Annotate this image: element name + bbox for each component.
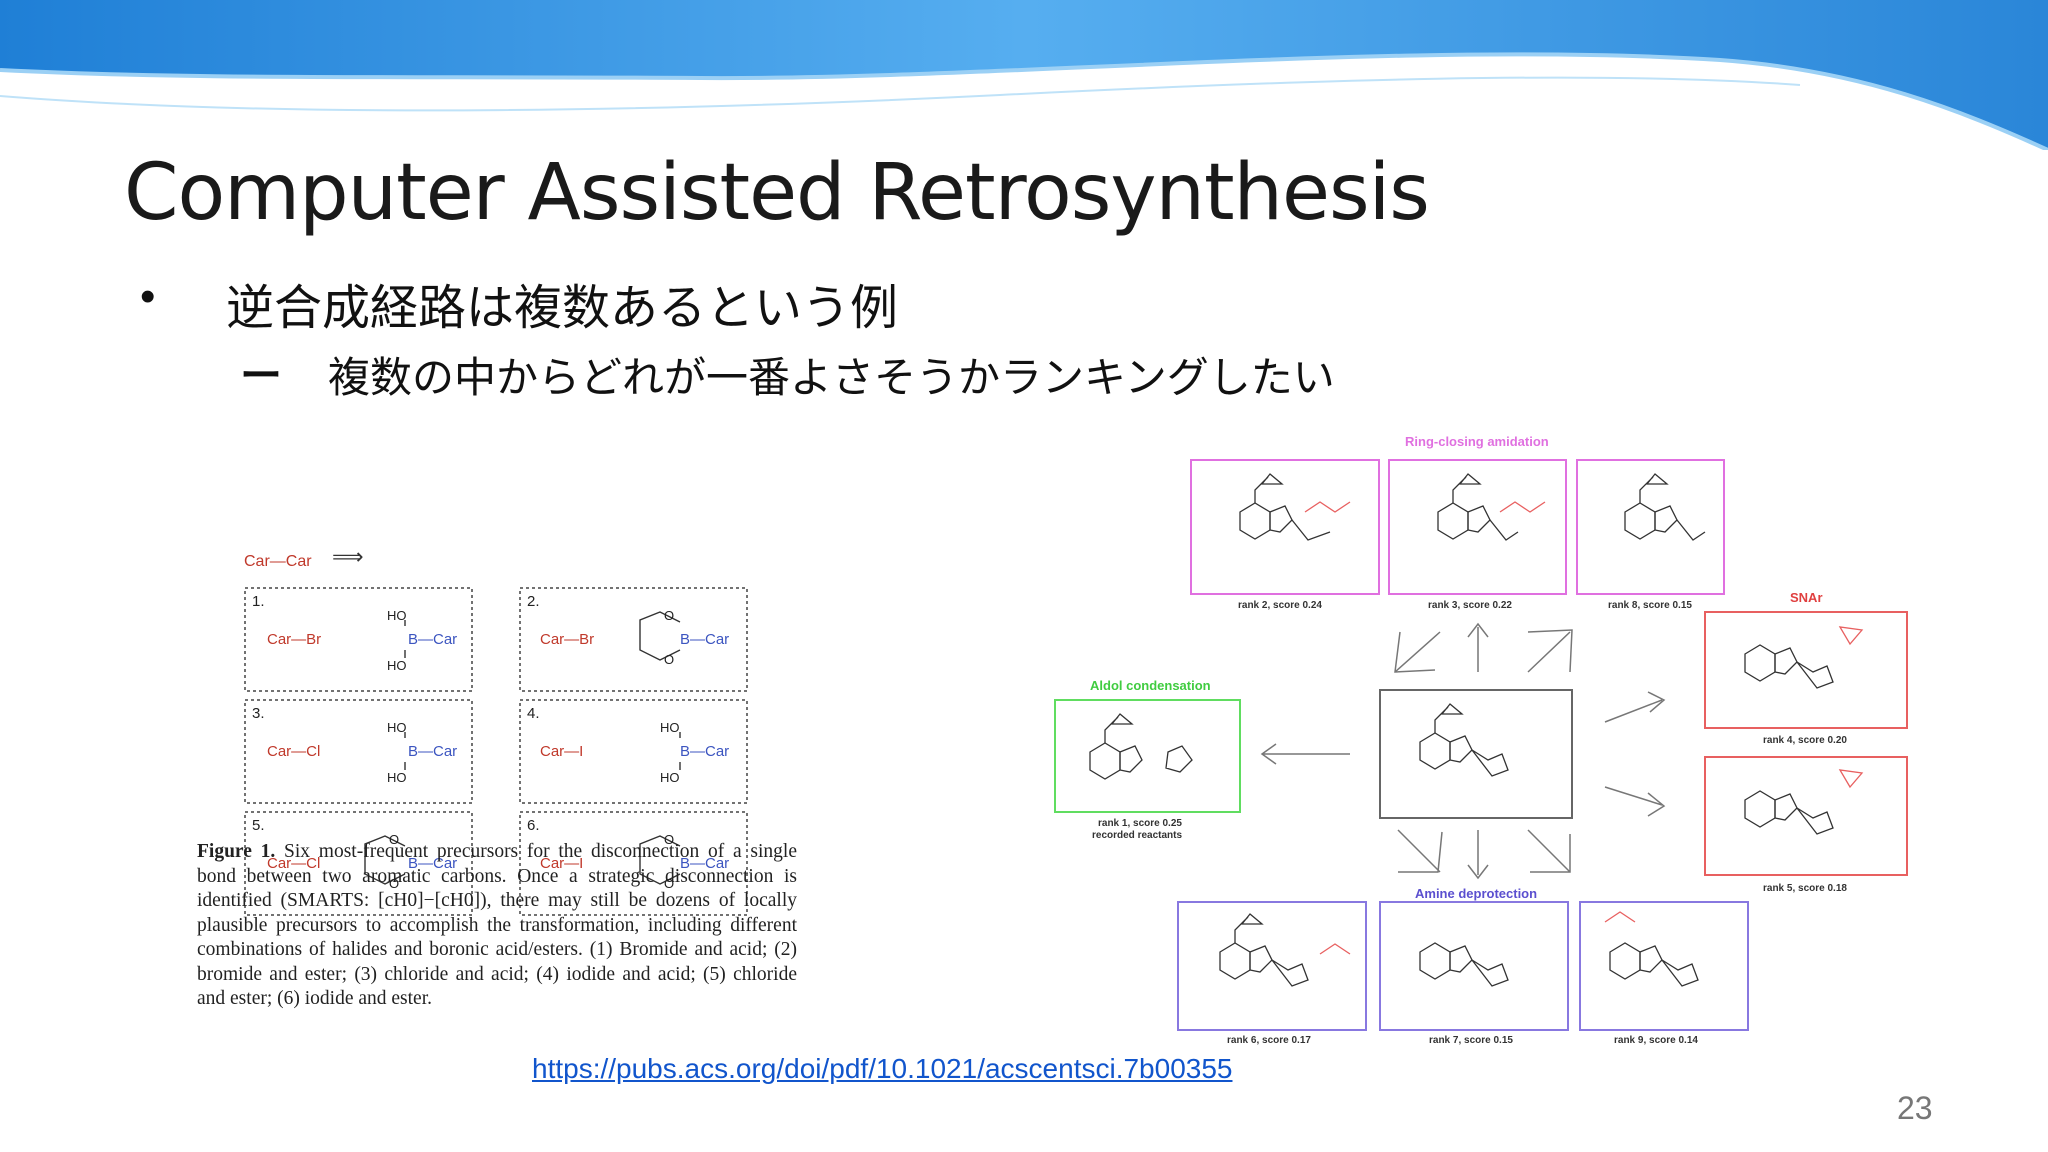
box-5-number: 5. [252,817,265,834]
box-6-number: 6. [527,817,540,834]
box-4-number: 4. [527,705,540,722]
box-3-number: 3. [252,705,265,722]
svg-text:O: O [664,832,674,847]
sub-bullet-text: 複数の中からどれが一番よさそうかランキングしたい [328,353,1335,402]
box-2-boron: B—Car [680,631,729,648]
svg-text:O: O [664,608,674,623]
figure1-caption: Figure 1. Six most-frequent precursors f… [197,840,797,1012]
rank4-label: rank 4, score 0.20 [1763,735,1847,746]
slide-title: Computer Assisted Retrosynthesis [124,148,1430,238]
rank9-box [1579,901,1749,1031]
rank9-label: rank 9, score 0.14 [1614,1035,1698,1046]
rank2-box [1190,459,1380,595]
rank8-box [1576,459,1725,595]
svg-text:O: O [389,876,399,891]
rank1-sublabel: recorded reactants [1092,830,1182,841]
rank6-label: rank 6, score 0.17 [1227,1035,1311,1046]
bullet-text: 逆合成経路は複数あるという例 [226,280,899,336]
amine-deprotection-label: Amine deprotection [1415,886,1537,901]
bullet-marker: • [140,272,156,321]
box-2-number: 2. [527,593,540,610]
rank6-box [1177,901,1367,1031]
molecule-glyph [1239,473,1331,541]
box-1-boron: B—Car [408,631,457,648]
svg-text:O: O [664,652,674,667]
svg-text:HO: HO [387,658,407,673]
box-2-halide: Car—Br [540,631,594,648]
rank3-label: rank 3, score 0.22 [1428,600,1512,611]
box-3-boron: B—Car [408,743,457,760]
header-wave-decoration [0,0,2048,150]
rank5-label: rank 5, score 0.18 [1763,883,1847,894]
target-box [1379,689,1573,819]
reference-link[interactable]: https://pubs.acs.org/doi/pdf/10.1021/acs… [532,1053,1233,1084]
rank8-label: rank 8, score 0.15 [1608,600,1692,611]
svg-text:HO: HO [387,770,407,785]
aldol-label: Aldol condensation [1090,678,1211,693]
snar-label: SNAr [1790,590,1823,605]
caption-text: Six most-frequent precursors for the dis… [197,841,798,1009]
svg-text:O: O [664,876,674,891]
figure1-precursor-grid: Car—Car ⟹ 1. 2. 3. 4. 5. 6. Car—Br Car—B… [244,544,748,916]
svg-text:HO: HO [387,608,407,623]
box-6-boron: B—Car [680,855,729,872]
page-number: 23 [1897,1090,1933,1126]
box-4-boron: B—Car [680,743,729,760]
box-4-halide: Car—I [540,743,583,760]
rank3-box [1388,459,1567,595]
rank7-label: rank 7, score 0.15 [1429,1035,1513,1046]
box-6-halide: Car—I [540,855,583,872]
ring-closing-label: Ring-closing amidation [1405,434,1549,449]
box-1-halide: Car—Br [267,631,321,648]
rank2-label: rank 2, score 0.24 [1238,600,1322,611]
caption-label: Figure 1. [197,841,276,862]
rank1-label: rank 1, score 0.25 [1098,818,1182,829]
box-5-halide: Car—Cl [267,855,320,872]
rank5-box [1704,756,1908,876]
svg-text:HO: HO [387,720,407,735]
box-5-boron: B—Car [408,855,457,872]
svg-text:HO: HO [660,720,680,735]
svg-text:HO: HO [660,770,680,785]
box-3-halide: Car—Cl [267,743,320,760]
svg-text:O: O [389,832,399,847]
svg-text:⟹: ⟹ [332,544,364,569]
rank7-box [1379,901,1569,1031]
figure2-ranked-precursors: Ring-closing amidation SNAr Aldol conden… [1054,434,1908,1046]
rank4-box [1704,611,1908,729]
box-1-number: 1. [252,593,265,610]
rank1-box [1054,699,1241,813]
sub-bullet-marker: ー [240,352,283,399]
fig1-header: Car—Car [244,553,312,570]
